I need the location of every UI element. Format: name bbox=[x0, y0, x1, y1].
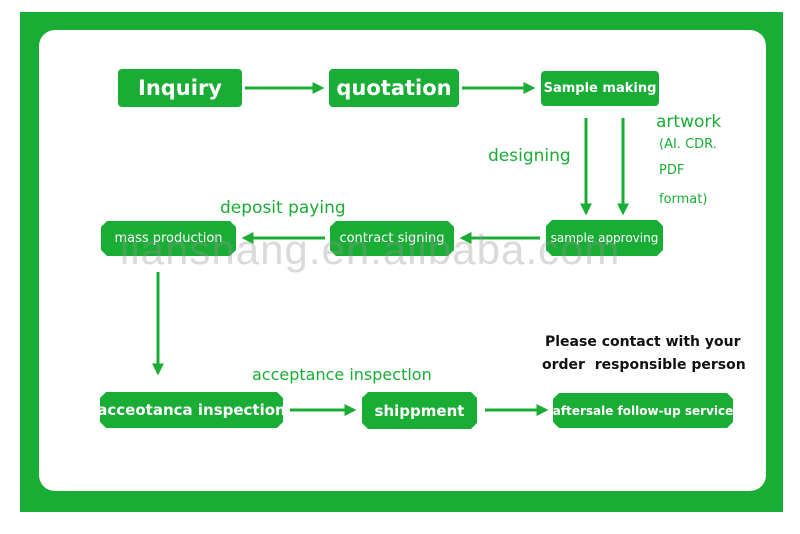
node-aftersale: aftersale follow-up service bbox=[553, 393, 733, 428]
node-acceptance-inspection: acceotanca inspection bbox=[100, 392, 283, 428]
label-artwork-format-2: PDF bbox=[659, 163, 685, 178]
contact-note-line-2: order responsible person bbox=[542, 357, 746, 373]
contact-note-line-1: Please contact with your bbox=[545, 334, 741, 350]
label-artwork: artwork bbox=[656, 112, 722, 132]
node-shippment: shippment bbox=[362, 392, 477, 429]
watermark: lianshang.en.alibaba.com bbox=[120, 226, 621, 273]
node-sample-making: Sample making bbox=[541, 71, 659, 106]
node-inquiry: Inquiry bbox=[118, 69, 242, 107]
node-mass-production: mass production bbox=[101, 221, 236, 256]
node-sample-approving: sample approving bbox=[546, 220, 663, 256]
label-artwork-format-3: format) bbox=[659, 192, 708, 207]
label-artwork-format-1: (AI. CDR. bbox=[659, 137, 717, 152]
label-acceptance-inspection: acceptance inspectlon bbox=[252, 365, 432, 384]
node-contract-signing: contract signing bbox=[330, 221, 454, 256]
label-designing: designing bbox=[488, 146, 571, 166]
label-deposit-paying: deposit paying bbox=[220, 198, 346, 218]
node-quotation: quotation bbox=[329, 69, 459, 107]
